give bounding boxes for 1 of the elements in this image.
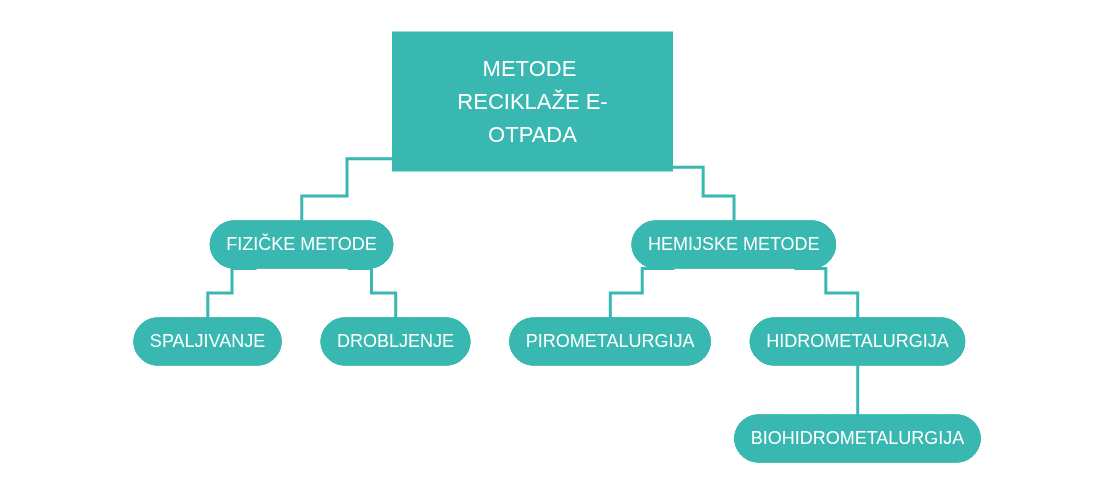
node-box: METODE RECIKLAŽE E-OTPADA (392, 31, 674, 172)
